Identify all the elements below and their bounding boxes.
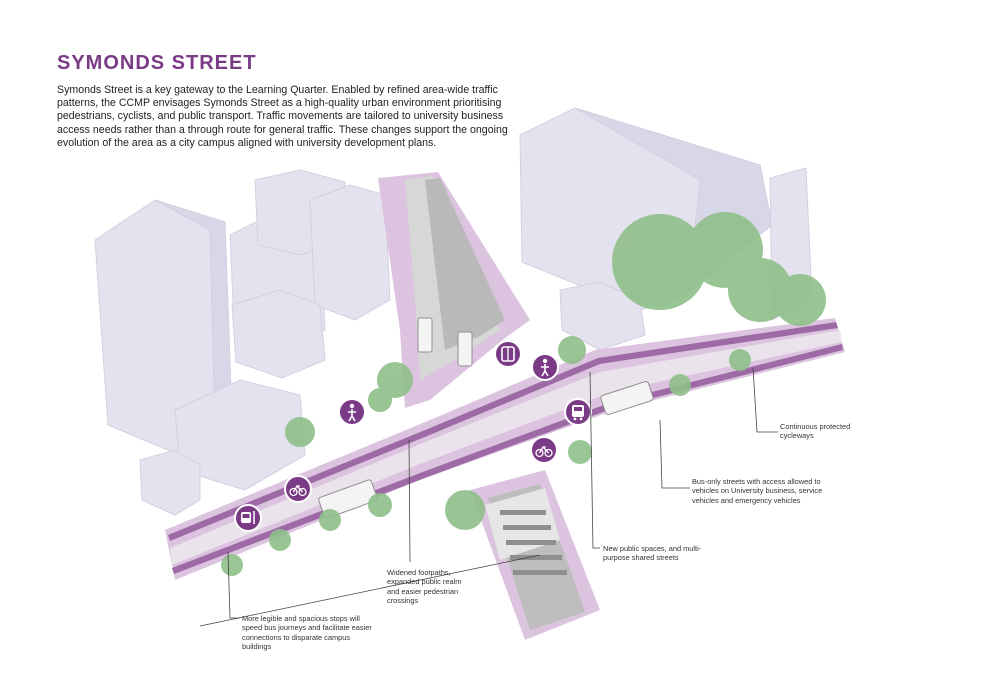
trees [221,212,826,576]
callout-cycleways: Continuous protected cycleways [780,422,850,441]
vehicles [318,317,654,519]
bus [318,479,378,519]
road-stripe [503,525,551,530]
tree [445,490,485,530]
bus [600,381,654,415]
divider-line [199,554,541,627]
callout-text: More legible and spacious stops will [242,614,360,623]
callout-text: expanded public realm [387,577,462,587]
leader-lines [199,367,778,627]
tree [568,440,592,464]
bus [417,317,433,353]
callout-text: connections to disparate campus [242,632,351,642]
callout-text: New public spaces, and multi- [603,544,702,553]
tree [774,274,826,326]
tree [368,493,392,517]
tree [319,509,341,531]
callout-text: Continuous protected [780,422,851,431]
building-right-low [559,281,646,351]
callout-text: cycleways [780,431,814,441]
road-stripe [506,540,556,545]
leader-line-bus-only [659,419,690,489]
tree [368,388,392,412]
pedestrian-icon [531,353,559,381]
tree [285,417,315,447]
tree [269,529,291,551]
bus-icon [564,398,592,426]
road-stripe [510,555,562,560]
building-center-back [309,184,391,321]
cross-street [470,470,600,640]
callout-bus-stops: More legible and spacious stops will spe… [242,614,372,652]
bus [457,331,473,367]
side-street [378,172,530,408]
tree [221,554,243,576]
building-center-left [231,289,326,379]
leader-line-footpaths [408,439,411,563]
callout-public-spaces: New public spaces, and multi- purpose sh… [603,544,701,563]
tree [729,349,751,371]
callout-text: Widened footpaths, [387,568,451,577]
page-title: SYMONDS STREET [57,52,257,74]
intro-paragraph: Symonds Street is a key gateway to the L… [57,84,508,149]
tree [612,214,708,310]
bus-front-icon [234,504,262,532]
callout-text: and easier pedestrian [387,586,459,596]
leader-line-public-spaces [589,371,600,549]
main-street-roadway [170,330,842,565]
callout-text: purpose shared streets [603,553,679,563]
callout-text: Bus-only streets with access allowed to [692,477,821,486]
side-street-lane [425,178,505,350]
road-stripe [513,570,567,575]
tree [558,336,586,364]
callout-text: crossings [387,596,419,606]
callout-text: vehicles on University business, service [692,486,823,496]
bicycle-icon [284,475,312,503]
building-bottom-left [139,449,201,516]
bicycle-icon [530,436,558,464]
icon-badges [234,340,592,532]
tree [377,362,413,398]
callout-text: buildings [242,642,272,652]
callout-text: speed bus journeys and facilitate easier [242,623,372,633]
tree [669,374,691,396]
road-stripe [500,510,546,515]
callout-footpaths: Widened footpaths, expanded public realm… [387,568,461,606]
callout-text: vehicles and emergency vehicles [692,495,801,505]
bus-stop-icon [494,340,522,368]
pedestrian-icon [338,398,366,426]
callout-bus-only: Bus-only streets with access allowed to … [692,477,822,505]
leader-line-cycleways [752,367,778,433]
